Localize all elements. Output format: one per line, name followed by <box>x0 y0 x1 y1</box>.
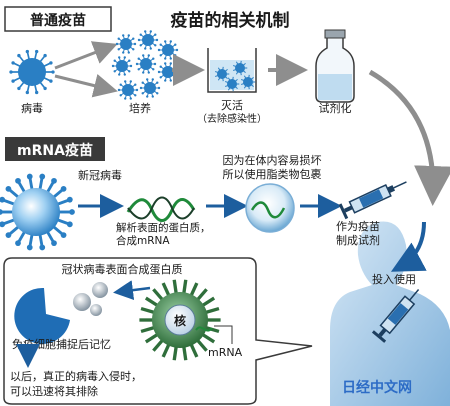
step-virus-label: 病毒 <box>21 101 43 115</box>
immune-cell-icon <box>14 287 71 344</box>
syringe-icon <box>338 181 407 220</box>
mrna-virus-label: 新冠病毒 <box>78 168 122 182</box>
vial-cap <box>324 29 346 39</box>
step-formulate-label: 试剂化 <box>319 101 352 115</box>
nucleus-icon <box>164 304 196 336</box>
mrna-wrap-line2: 所以使用脂类物包裹 <box>223 167 322 181</box>
cultured-virus-cluster <box>111 30 179 100</box>
antigen-ball-3 <box>90 304 102 316</box>
arrow-vial-to-syringe <box>368 69 450 206</box>
nucleus-label: 核 <box>174 313 186 328</box>
step-inactivate-note: （去除感染性） <box>197 112 267 125</box>
virus-icon <box>9 49 55 95</box>
watermark: 日经中文网 <box>342 379 412 396</box>
conventional-heading: 普通疫苗 <box>30 12 86 29</box>
mrna-formulate-line1: 作为疫苗 <box>336 219 380 233</box>
beaker-icon <box>207 48 257 93</box>
inactivated-virus-group <box>215 60 256 92</box>
arrow-culture-top <box>54 41 118 70</box>
arrow-inject <box>390 221 427 272</box>
vial-liquid <box>318 74 352 100</box>
inset-immune-label: 免疫细胞捕捉后记忆 <box>12 337 111 351</box>
step-inactivate-label: 灭活 <box>221 99 243 112</box>
mrna-strand-icon <box>126 198 196 222</box>
lipid-inner-mrna-icon <box>250 201 286 219</box>
cell-mrna-strand-icon <box>195 326 213 332</box>
inset-later-line2: 可以迅速将其排除 <box>10 384 98 398</box>
arrow-culture-bottom <box>54 74 118 98</box>
mrna-analyze-line1: 解析表面的蛋白质， <box>116 221 211 234</box>
mrna-heading: mRNA疫苗 <box>17 142 93 159</box>
mrna-strand-dark-icon <box>127 196 195 220</box>
inset-mrna-tag: mRNA <box>208 346 243 359</box>
mrna-heading-box <box>5 137 105 161</box>
conventional-heading-box <box>4 6 112 32</box>
inset-synth-label: 冠状病毒表面合成蛋白质 <box>62 262 183 276</box>
diagram-title: 疫苗的相关机制 <box>171 10 290 31</box>
antigen-ball-1 <box>73 293 91 311</box>
mrna-pointer-line <box>214 325 233 344</box>
arrow-cell-to-immune <box>113 280 151 301</box>
arm-syringe-icon <box>371 289 420 343</box>
coronavirus-icon <box>0 173 75 251</box>
inset-later-line1: 以后，真正的病毒入侵时， <box>10 369 142 383</box>
antigen-ball-2 <box>92 282 108 298</box>
mrna-formulate-line2: 制成试剂 <box>336 233 380 247</box>
mrna-wrap-line1: 因为在体内容易损坏 <box>223 153 322 167</box>
step-culture-label: 培养 <box>129 101 151 115</box>
mrna-inject-label: 投入使用 <box>372 272 416 286</box>
mrna-analyze-line2: 合成mRNA <box>116 234 170 247</box>
lipid-nanoparticle-icon <box>245 183 295 233</box>
